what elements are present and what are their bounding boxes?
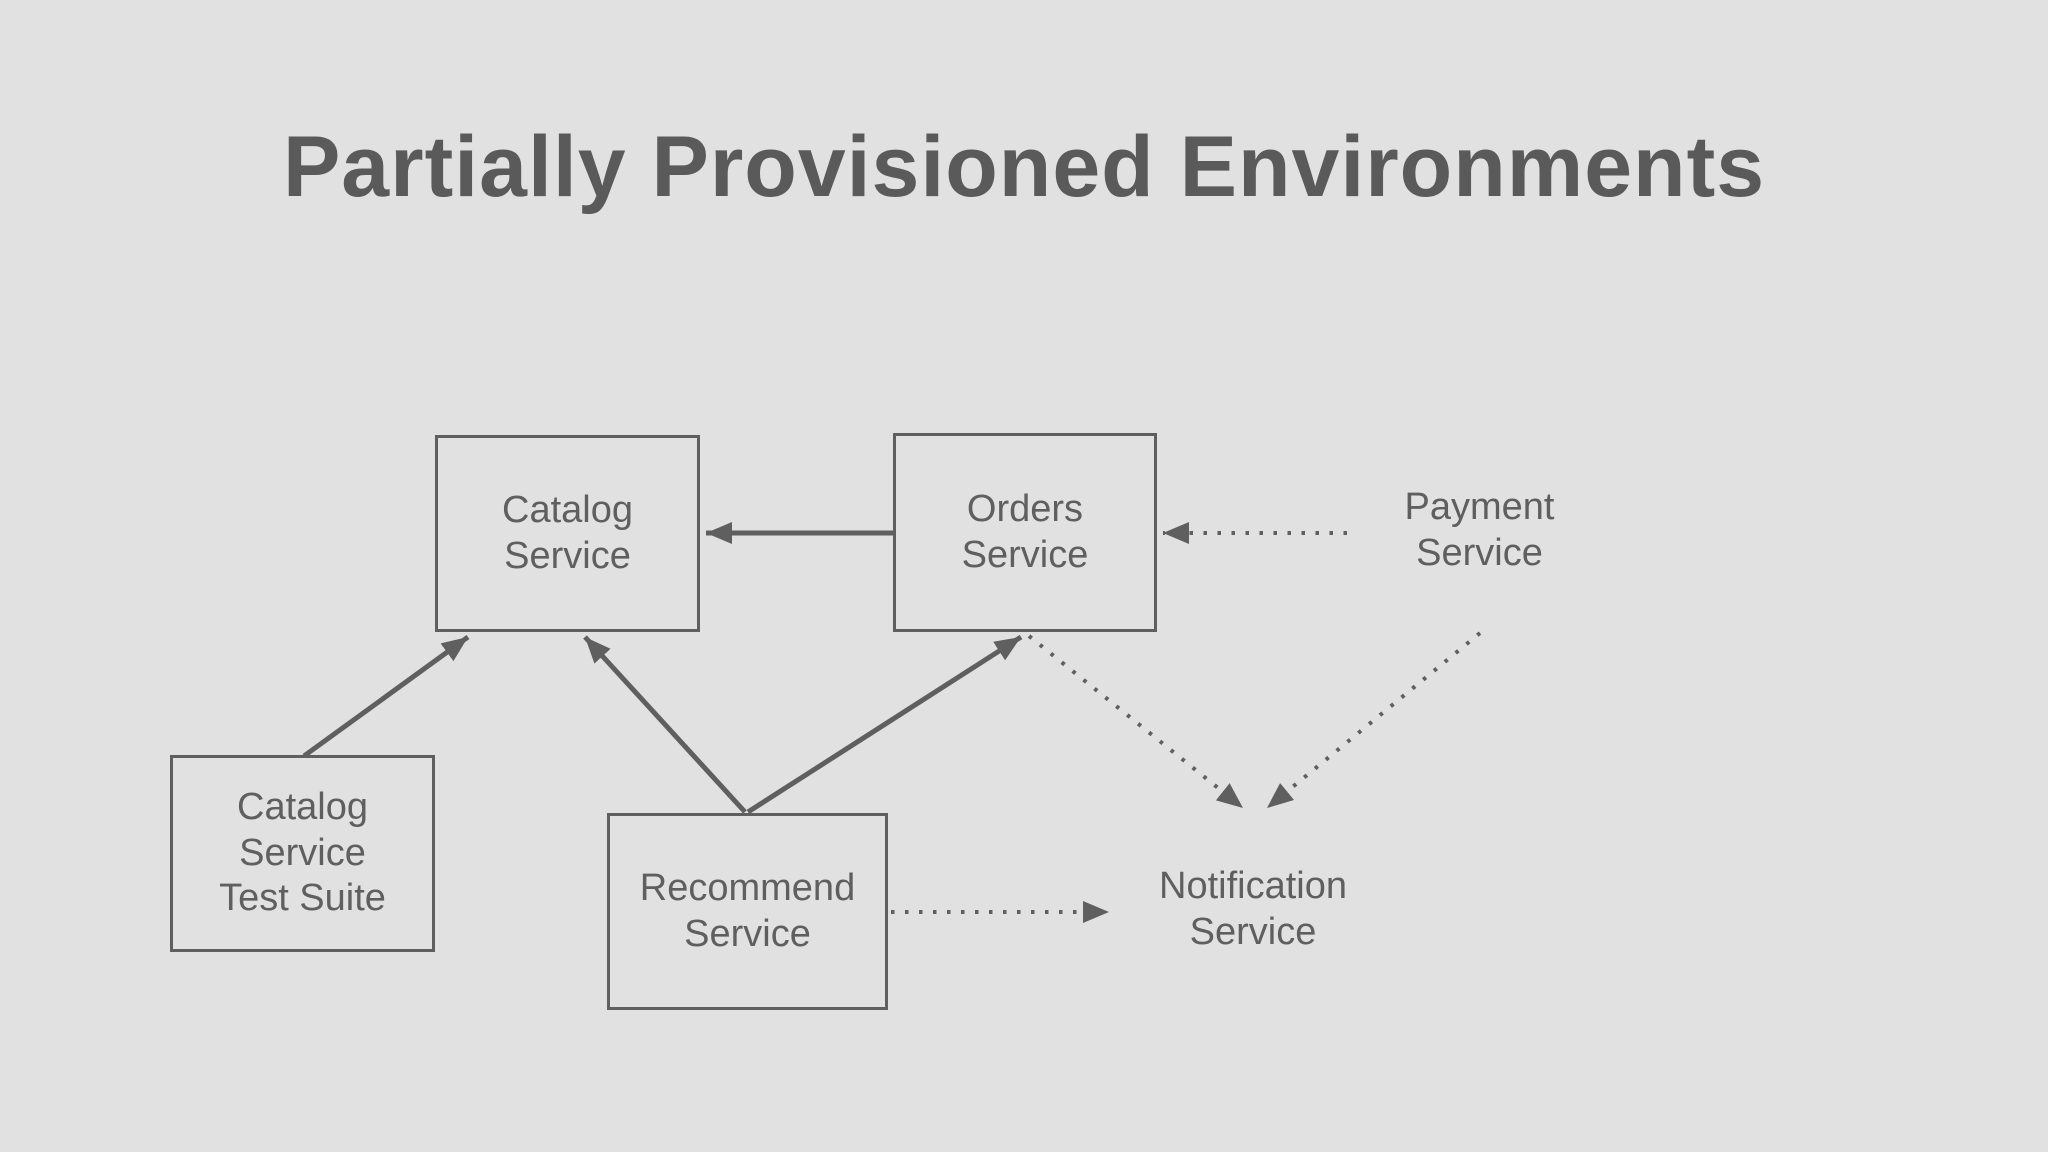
edge-orders-to-notification bbox=[1027, 634, 1245, 810]
edge-recommend-to-orders bbox=[746, 634, 1023, 815]
node-orders-service: Orders Service bbox=[893, 433, 1157, 632]
node-recommend-service: Recommend Service bbox=[607, 813, 888, 1010]
node-catalog-service-test-suite: Catalog Service Test Suite bbox=[170, 755, 435, 952]
edge-recommend-to-catalog bbox=[583, 635, 747, 814]
diagram-title: Partially Provisioned Environments bbox=[282, 119, 1766, 215]
node-payment-service: Payment Service bbox=[1347, 432, 1612, 630]
edge-payment-to-notification bbox=[1265, 631, 1482, 810]
node-catalog-service: Catalog Service bbox=[435, 435, 700, 632]
node-notification-service: Notification Service bbox=[1113, 812, 1393, 1008]
edge-test-suite-to-catalog bbox=[302, 634, 470, 759]
